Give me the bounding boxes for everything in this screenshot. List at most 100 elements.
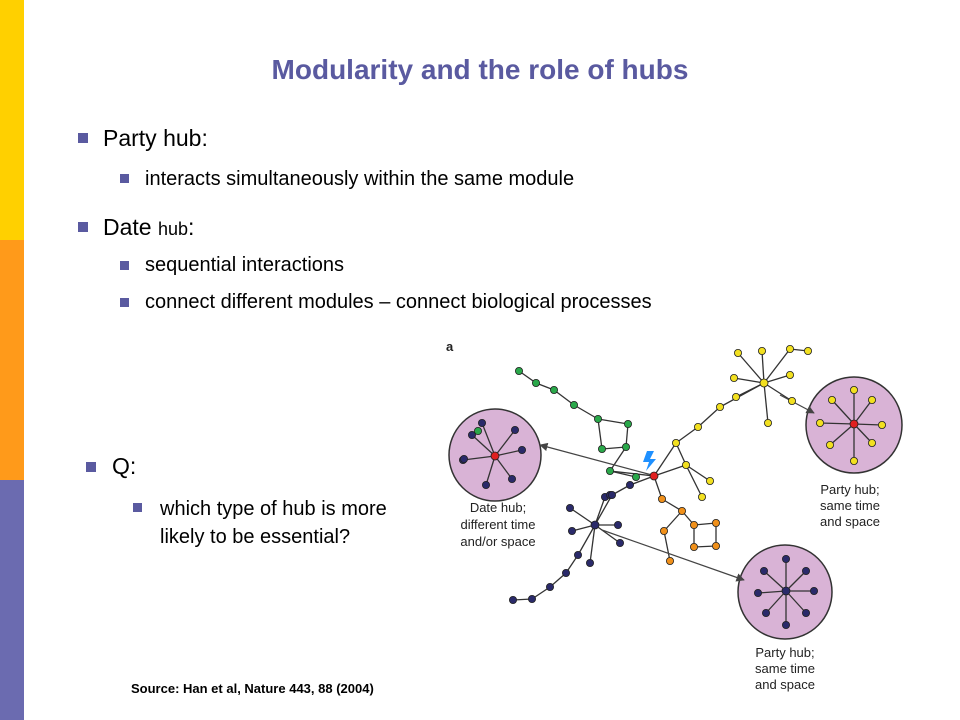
network-edge	[831, 399, 855, 425]
network-edge	[737, 352, 765, 384]
network-node	[689, 542, 698, 551]
network-node	[605, 466, 614, 475]
network-edge	[462, 455, 496, 461]
bullet-square-icon	[78, 222, 88, 232]
hub-node	[590, 520, 600, 530]
network-edge	[569, 507, 596, 526]
question-text: which type of hub is more likely to be e…	[160, 498, 387, 548]
network-edge	[653, 464, 687, 477]
network-node	[621, 443, 630, 452]
network-edge	[653, 442, 677, 477]
network-nodes	[458, 344, 886, 629]
network-node	[511, 426, 520, 435]
network-node	[785, 344, 794, 353]
network-node	[729, 374, 738, 383]
arrow-to-party-bottom	[601, 529, 745, 582]
network-edge	[685, 464, 711, 482]
network-edge	[829, 423, 855, 446]
figure-panel-label: a	[446, 339, 454, 354]
network-node	[613, 520, 622, 529]
source-citation: Source: Han et al, Nature 443, 88 (2004)	[131, 681, 374, 696]
network-node	[781, 554, 790, 563]
date-hub-heading: Date hub:	[103, 214, 194, 241]
network-node	[827, 396, 836, 405]
network-node	[693, 423, 702, 432]
network-node	[731, 393, 740, 402]
question-heading: Q:	[112, 453, 137, 479]
network-edge	[785, 570, 807, 592]
party-hub-bottom-label-line: and space	[755, 677, 815, 692]
date-hub-label-line: Date hub;	[470, 500, 526, 515]
network-node	[671, 439, 680, 448]
network-edge	[609, 446, 627, 472]
network-node	[781, 620, 790, 629]
bullet-square-icon	[133, 503, 142, 512]
network-node	[615, 538, 624, 547]
network-edge	[853, 423, 883, 426]
network-node	[849, 386, 858, 395]
network-node	[631, 472, 640, 481]
network-edge	[735, 382, 765, 398]
bullet-square-icon	[120, 174, 129, 183]
network-node	[528, 594, 537, 603]
bullet-square-icon	[120, 261, 129, 270]
network-edge	[785, 590, 807, 614]
network-node	[715, 403, 724, 412]
network-node	[550, 386, 559, 395]
party-hub-bottom-label-line: Party hub;	[755, 645, 814, 660]
network-node	[518, 446, 527, 455]
network-node	[681, 461, 690, 470]
network-node	[659, 526, 668, 535]
network-edge	[853, 399, 873, 425]
network-node	[665, 556, 674, 565]
hub-node	[849, 419, 859, 429]
party-hub-top-label-line: and space	[820, 514, 880, 529]
date-hub-subpoint: connect different modules – connect biol…	[145, 291, 652, 313]
bullet-square-icon	[78, 133, 88, 143]
network-edge	[685, 464, 703, 498]
network-edge	[594, 496, 606, 526]
sidebar-segment-purple	[0, 480, 24, 720]
network-node	[593, 415, 602, 424]
network-edge	[609, 470, 655, 477]
network-node	[711, 518, 720, 527]
network-node	[697, 492, 706, 501]
network-edge	[763, 348, 791, 384]
network-node	[482, 480, 491, 489]
network-node	[785, 371, 794, 380]
sidebar-segment-yellow	[0, 0, 24, 240]
hub-network-diagram: a Date hub; different time and/or space …	[446, 339, 903, 692]
network-edge	[597, 418, 629, 425]
network-node	[623, 420, 632, 429]
network-node	[459, 455, 468, 464]
network-node	[625, 480, 634, 489]
network-edge	[597, 418, 603, 450]
arrow-to-date-module	[539, 442, 653, 476]
network-edge	[553, 389, 575, 406]
network-node	[801, 608, 810, 617]
network-edge	[663, 510, 683, 532]
network-edge	[819, 422, 855, 425]
network-node	[467, 431, 476, 440]
party-hub-top-label-line: Party hub;	[820, 482, 879, 497]
network-node	[689, 520, 698, 529]
network-edge	[573, 404, 599, 420]
date-hub-heading-main: Date	[103, 214, 158, 240]
lightning-bolt-icon	[643, 451, 656, 471]
bullet-square-icon	[86, 462, 96, 472]
network-node	[761, 608, 770, 617]
party-hub-bottom-label-line: same time	[755, 661, 815, 676]
network-node	[567, 526, 576, 535]
network-node	[759, 566, 768, 575]
network-edge	[763, 570, 787, 592]
network-node	[597, 445, 606, 454]
network-node	[478, 419, 487, 428]
network-node	[607, 490, 616, 499]
network-node	[657, 494, 666, 503]
network-edge	[697, 406, 721, 428]
network-node	[825, 441, 834, 450]
network-edge	[675, 442, 687, 466]
network-edge	[589, 524, 596, 564]
date-hub-label-line: different time	[461, 517, 536, 532]
network-edge	[594, 494, 613, 526]
